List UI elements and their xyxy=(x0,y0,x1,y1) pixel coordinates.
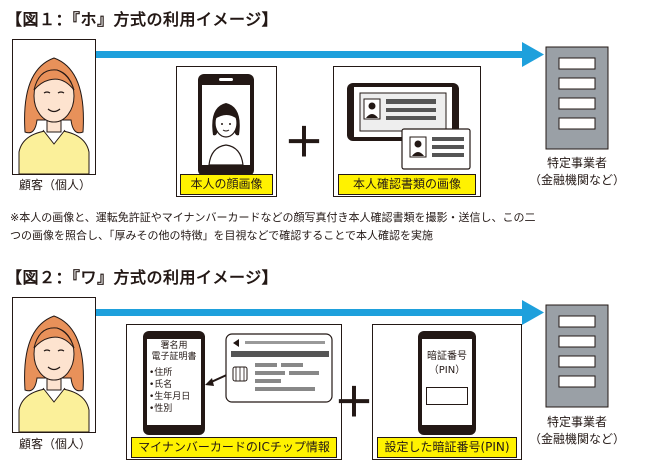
fig1-customer-label: 顧客（個人） xyxy=(18,178,91,192)
fig2-title: 【図２：『ワ』方式の利用イメージ】 xyxy=(6,268,279,287)
fig2-plus-icon: ＋ xyxy=(334,380,374,426)
fig2-business-line1: 特定事業者 xyxy=(546,415,607,429)
fig2-arrow-icon xyxy=(96,300,544,325)
face-image-label: 本人の顔画像 xyxy=(180,174,273,195)
id-document-panel: 本人確認書類の画像 xyxy=(333,66,481,197)
fig1-business-line2: （金融機関など） xyxy=(528,173,625,187)
ic-chip-label: マイナンバーカードのICチップ情報 xyxy=(131,437,337,458)
fig1-note-line2: つの画像を照合し、「厚みその他の特徴」を目視などで確認することで本人確認を実施 xyxy=(10,229,433,242)
woman-icon xyxy=(18,57,90,175)
pin-panel: 暗証番号 （PIN） 設定した暗証番号(PIN) xyxy=(372,324,522,460)
phone-pin-icon xyxy=(418,331,476,435)
cert-title-line1: 署名用 xyxy=(160,341,188,351)
phone-id-card-icon xyxy=(347,83,471,170)
id-document-label: 本人確認書類の画像 xyxy=(338,174,476,195)
fig1-building-icon xyxy=(545,46,609,150)
pin-subtitle: （PIN） xyxy=(428,365,466,376)
fig2-business-line2: （金融機関など） xyxy=(528,432,625,446)
fig2-customer-frame xyxy=(12,297,96,433)
cert-item-name: •氏名 xyxy=(149,380,173,390)
fig2-building-icon xyxy=(545,304,609,408)
face-image-panel: 本人の顔画像 xyxy=(176,66,277,197)
cert-title-line2: 電子証明書 xyxy=(151,352,197,362)
cert-item-address: •住所 xyxy=(149,368,173,378)
fig1-plus-icon: ＋ xyxy=(284,120,324,166)
mynumber-card-icon xyxy=(225,333,333,403)
phone-selfie-icon xyxy=(198,74,254,176)
cert-item-birthdate: •生年月日 xyxy=(149,392,191,402)
fig1-title: 【図１：『ホ』方式の利用イメージ】 xyxy=(6,10,279,29)
pin-label: 設定した暗証番号(PIN) xyxy=(377,437,517,458)
pin-title: 暗証番号 xyxy=(427,351,467,362)
fig1-business-line1: 特定事業者 xyxy=(546,156,607,170)
fig1-note-line1: ※本人の画像と、運転免許証やマイナンバーカードなどの顔写真付き本人確認書類を撮影… xyxy=(10,211,536,224)
woman-icon xyxy=(18,315,90,433)
fig2-customer-label: 顧客（個人） xyxy=(18,437,91,451)
phone-certificate-icon xyxy=(143,331,205,435)
cert-item-gender: •性別 xyxy=(149,404,173,414)
fig1-customer-frame xyxy=(12,39,96,175)
ic-chip-panel: 署名用 電子証明書 •住所 •氏名 •生年月日 •性別 マイナンバーカードのIC… xyxy=(126,324,342,460)
fig1-arrow-icon xyxy=(96,42,544,67)
